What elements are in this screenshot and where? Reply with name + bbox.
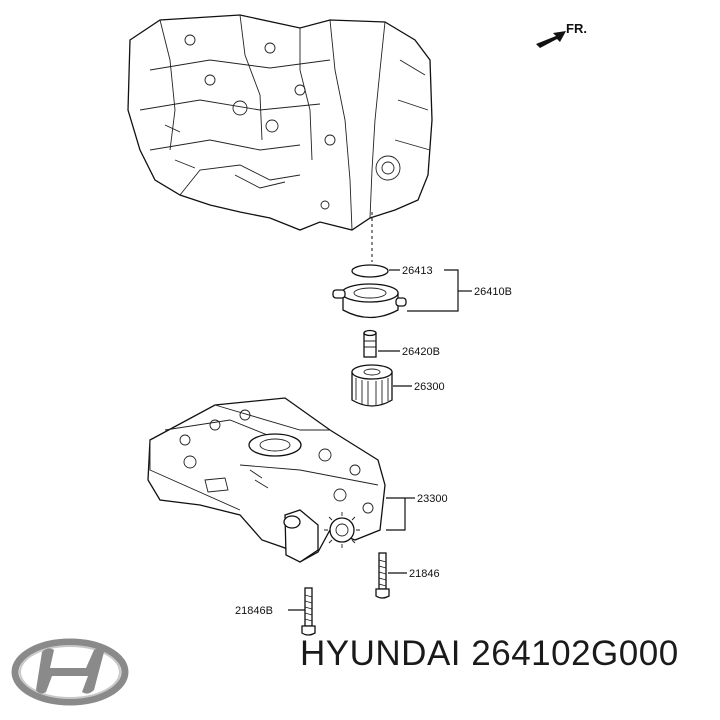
bolt-b-part — [301, 587, 316, 636]
leader-lines — [288, 269, 472, 611]
connector-nipple-part — [363, 329, 377, 358]
callout-label: 26300 — [414, 381, 445, 393]
brand-part-number: HYUNDAI 264102G000 — [300, 634, 720, 694]
callout-label: 26420B — [402, 346, 440, 358]
engine-block — [127, 14, 433, 231]
front-direction-indicator: FR. — [536, 21, 587, 48]
callout-label: 21846 — [409, 568, 440, 580]
bolt-part — [375, 552, 390, 599]
callout-label: 21846B — [235, 605, 273, 617]
oil-filter-part — [351, 364, 393, 407]
o-ring-part — [351, 264, 389, 278]
part-number: 264102G000 — [471, 634, 679, 673]
oil-pump-module-part — [147, 397, 386, 563]
brand-name: HYUNDAI — [300, 634, 462, 673]
hyundai-logo — [11, 638, 129, 706]
oil-filter-housing-part — [332, 283, 407, 319]
callout-label: 26413 — [402, 265, 433, 277]
front-direction-label: FR. — [566, 21, 587, 36]
callout-label: 26410B — [474, 286, 512, 298]
callout-label: 23300 — [417, 493, 448, 505]
